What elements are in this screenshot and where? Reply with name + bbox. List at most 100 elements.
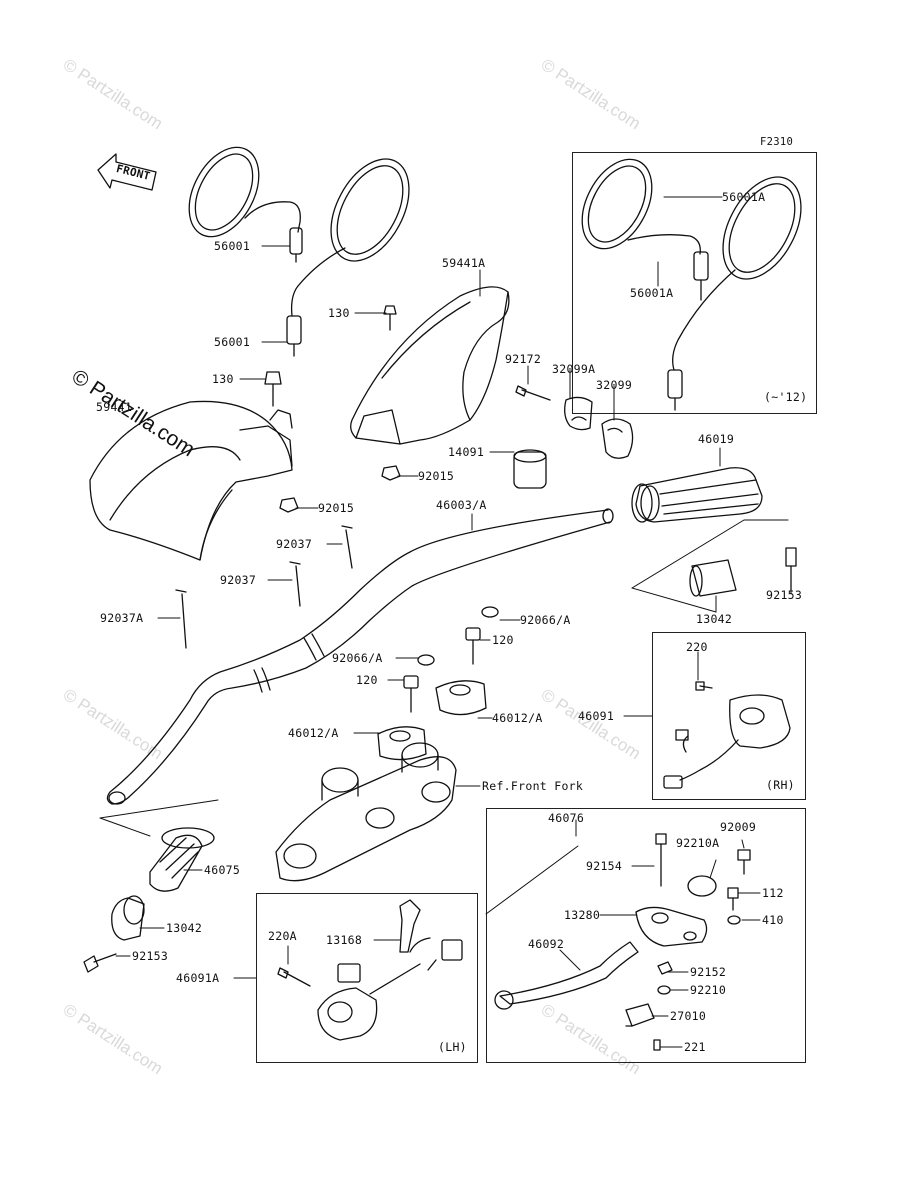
mirror-box-right-icon [667, 176, 802, 411]
cap-92066-right-icon [481, 606, 499, 618]
label-14091: 14091 [448, 445, 485, 459]
label-27010: 27010 [670, 1009, 707, 1023]
nut-92015-lower-icon [279, 497, 299, 513]
mirror-box-left-icon [581, 158, 709, 301]
lever-46092-icon [494, 941, 639, 1010]
rh-switch-note: (RH) [766, 778, 795, 792]
handlebar-icon [106, 508, 614, 805]
label-front-fork: Ref.Front Fork [482, 779, 584, 793]
label-13168: 13168 [326, 933, 363, 947]
bracket-13280-icon [635, 906, 708, 947]
weight-13042-right-icon [689, 559, 737, 597]
housing-32099-icon [601, 418, 634, 459]
label-112: 112 [762, 886, 784, 900]
bolt-112-icon [727, 887, 739, 911]
holder-46012-left-icon [377, 726, 427, 761]
switch-13168-icon [399, 899, 421, 953]
label-130-upper: 130 [328, 306, 350, 320]
weight-13042-left-icon [111, 895, 145, 941]
label-92210A: 92210A [676, 836, 720, 850]
label-92037-a: 92037 [276, 537, 313, 551]
switch-27010-icon [625, 1003, 655, 1027]
label-46019: 46019 [698, 432, 735, 446]
label-46091: 46091 [578, 709, 615, 723]
label-92154: 92154 [586, 859, 623, 873]
label-221: 221 [684, 1040, 706, 1054]
label-92210: 92210 [690, 983, 727, 997]
label-32099A: 32099A [552, 362, 596, 376]
label-92037-b: 92037 [220, 573, 257, 587]
screw-221-icon [653, 1039, 661, 1051]
label-92153-left: 92153 [132, 949, 169, 963]
nut-92210-icon [657, 985, 671, 995]
front-arrow-icon [97, 153, 157, 191]
label-56001A-top: 56001A [722, 190, 766, 204]
label-46092: 46092 [528, 937, 565, 951]
label-13280: 13280 [564, 908, 601, 922]
triple-clamp-icon [275, 742, 457, 882]
label-46003: 46003/A [436, 498, 487, 512]
cap-92066-left-icon [417, 654, 435, 666]
washer-410-icon [727, 915, 741, 925]
bolt-92153-right-icon [785, 547, 797, 591]
mirror-right-icon [286, 158, 410, 357]
label-56001A-bottom: 56001A [630, 286, 674, 300]
bolt-130-lower-icon [264, 371, 282, 407]
label-220: 220 [686, 640, 708, 654]
switch-rh-icon [663, 681, 791, 789]
label-92015-lower: 92015 [318, 501, 355, 515]
label-92152: 92152 [690, 965, 727, 979]
label-130-lower: 130 [212, 372, 234, 386]
bolt-92154-icon [655, 833, 667, 887]
mirror-left-icon [188, 146, 303, 263]
clip-92037A-icon [175, 589, 187, 649]
lh-switch-note: (LH) [438, 1040, 467, 1054]
label-46012-left: 46012/A [288, 726, 339, 740]
label-56001-top: 56001 [214, 239, 251, 253]
handguard-left-icon [89, 400, 293, 561]
mirror-variant-box [572, 152, 817, 414]
bolt-120-right-icon [465, 627, 481, 665]
label-59441A: 59441A [442, 256, 486, 270]
label-120-right: 120 [492, 633, 514, 647]
screw-92172-icon [515, 385, 551, 401]
label-92066-left: 92066/A [332, 651, 383, 665]
bolt-92009-icon [737, 849, 751, 875]
bolt-92153-left-icon [83, 953, 117, 973]
label-92172: 92172 [505, 352, 542, 366]
label-46012-right: 46012/A [492, 711, 543, 725]
label-13042-right: 13042 [696, 612, 733, 626]
grip-right-icon [631, 467, 763, 523]
label-220A: 220A [268, 929, 297, 943]
label-92066-right: 92066/A [520, 613, 571, 627]
mirror-variant-note: (~'12) [764, 390, 808, 404]
holder-46012-right-icon [435, 680, 487, 716]
collar-14091-icon [513, 449, 547, 489]
washer-92210A-icon [687, 875, 717, 897]
nut-92152-icon [657, 961, 673, 975]
label-410: 410 [762, 913, 784, 927]
label-92015-upper: 92015 [418, 469, 455, 483]
figure-code: F2310 [760, 136, 794, 148]
bolt-120-left-icon [403, 675, 419, 713]
label-13042-left: 13042 [166, 921, 203, 935]
clip-92037-b-icon [289, 561, 301, 607]
lever-assembly-box [486, 808, 806, 1063]
clip-92037-a-icon [341, 525, 353, 569]
label-46076: 46076 [548, 811, 585, 825]
handguard-right-icon [350, 286, 510, 445]
label-59441: 59441 [96, 400, 133, 414]
label-92009: 92009 [720, 820, 757, 834]
label-32099: 32099 [596, 378, 633, 392]
switch-lh-icon [277, 937, 463, 1041]
label-92037A: 92037A [100, 611, 144, 625]
bolt-130-upper-icon [383, 305, 397, 331]
grip-left-icon [149, 827, 215, 892]
housing-32099A-icon [564, 396, 593, 431]
label-92153-right: 92153 [766, 588, 803, 602]
label-46075: 46075 [204, 863, 241, 877]
nut-92015-upper-icon [381, 465, 401, 481]
label-46091A: 46091A [176, 971, 220, 985]
